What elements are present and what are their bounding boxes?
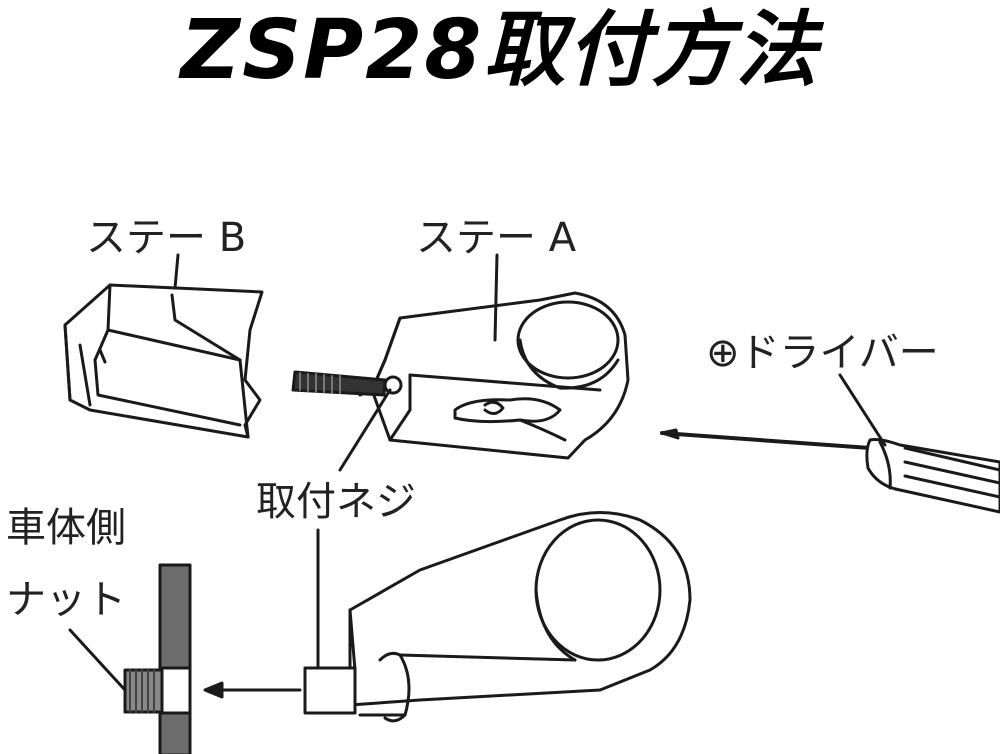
- body-panel: [158, 563, 192, 754]
- stay-b-leader: [173, 253, 180, 290]
- stay-a-leader: [493, 253, 499, 342]
- mounting-screw-label: 取付ネジ: [256, 479, 416, 525]
- screwdriver-label: ⊕ドライバー: [706, 330, 939, 376]
- lower-clamp-part: [348, 511, 692, 723]
- nut-leader: [68, 628, 127, 692]
- screwdriver-part: [660, 428, 1000, 514]
- mounting-screw-part: [291, 370, 387, 397]
- page-title: ZSP28取付方法: [180, 3, 820, 98]
- body-side-nut-part: [123, 666, 192, 715]
- stay-b-part: [63, 283, 264, 439]
- screwdriver-leader: [838, 373, 887, 447]
- stay-a-part: [358, 291, 630, 460]
- nut-label: ナット: [6, 577, 126, 623]
- mounting-screw-leader: [338, 388, 392, 472]
- stay-b-label: ステー B: [86, 215, 247, 261]
- lower-screw-part: [303, 666, 357, 715]
- body-side-label: 車体側: [6, 505, 126, 551]
- stay-a-label: ステー A: [416, 215, 577, 261]
- insertion-arrow: [203, 681, 302, 699]
